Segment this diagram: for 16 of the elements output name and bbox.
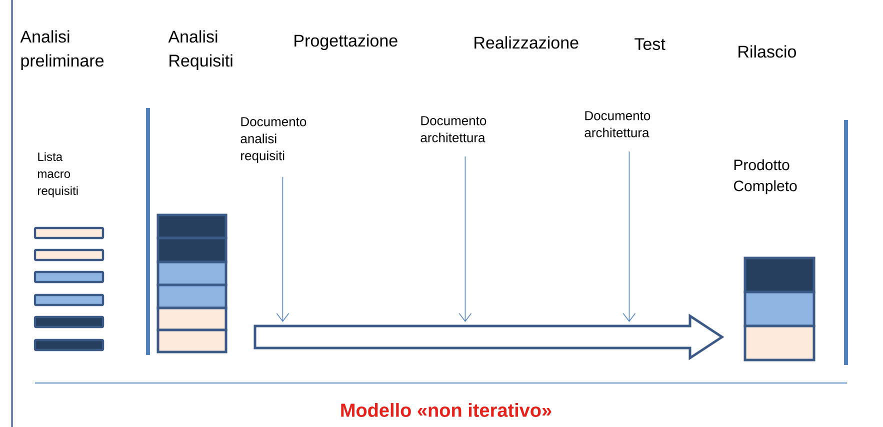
product-label: Prodotto Completo [734, 159, 797, 194]
arrow [276, 176, 290, 322]
process-arrow [254, 314, 724, 360]
phase-heading: Analisi Requisiti [168, 30, 232, 70]
phase-heading: Progettazione [294, 34, 398, 50]
arrow [458, 156, 472, 322]
phase-heading: Rilascio [738, 45, 796, 58]
caption: Modello «non iterativo» [341, 403, 552, 417]
phase-heading: Realizzazione [474, 36, 578, 49]
phase-heading: Test [634, 38, 666, 50]
document-label: Documento architettura [584, 111, 650, 138]
arrow [622, 151, 636, 322]
phase-heading: Analisi preliminare [20, 30, 104, 70]
document-label: Documento architettura [420, 116, 486, 142]
document-label: Documento analisi requisiti [240, 117, 306, 163]
list-label: Lista macro requisiti [38, 152, 78, 198]
